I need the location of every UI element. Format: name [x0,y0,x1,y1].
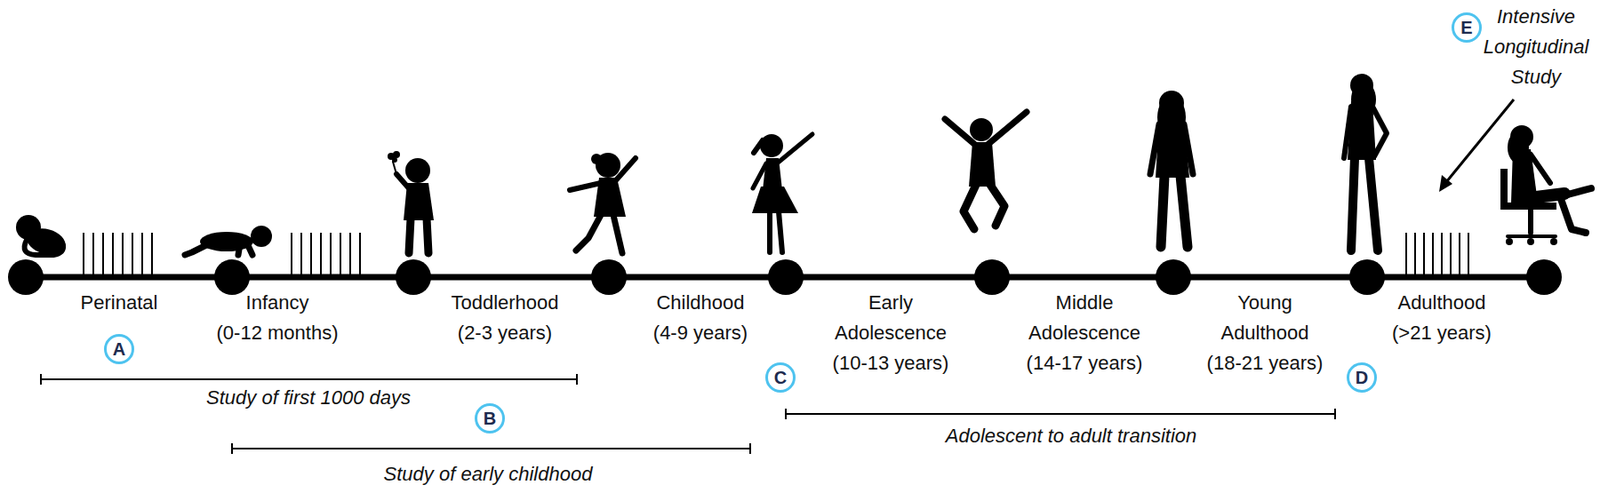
seated-woman-silhouette [1500,125,1592,246]
stage-label: Toddlerhood [450,288,559,319]
jumping-child-silhouette [944,112,1027,230]
callout-letter: E [1460,18,1472,37]
stage-label: Adulthood [1397,288,1486,319]
age-range-label: (4-9 years) [653,318,748,349]
age-range-label: (18-21 years) [1207,348,1324,379]
stage-label: Perinatal [80,288,159,319]
stage-label: Early Adolescence [824,288,958,349]
silhouettes [16,73,1592,259]
dancing-girl-silhouette [752,134,813,253]
bracket-label: Study of early childhood [384,461,593,488]
stage-label: Childhood [656,288,744,319]
tick-marks [83,232,1469,276]
brackets [40,374,1336,455]
crawling-baby-silhouette [184,225,272,256]
annotation-label: Intensive Longitudinal Study [1476,1,1597,93]
callout-circle: B [474,403,505,434]
age-range-label: (14-17 years) [1026,348,1144,379]
age-range-label: (10-13 years) [832,348,950,379]
callout-letter: A [112,340,126,359]
timeline [8,259,1562,296]
fetus-silhouette [16,215,69,259]
toddler-silhouette [387,151,434,254]
callout-circle: C [765,362,796,393]
callout-letter: D [1355,368,1368,387]
callout-circle: D [1346,362,1377,393]
callout-circle: E [1451,12,1482,43]
callout-letter: B [483,409,496,428]
young-woman-silhouette [1344,73,1387,251]
age-range-label: (>21 years) [1392,318,1492,349]
running-child-silhouette [569,152,636,254]
stage-label: Middle Adolescence [1017,288,1152,349]
age-range-label: (0-12 months) [216,318,339,349]
stage-label: Infancy [246,288,310,319]
stage-label: Young Adulthood [1198,288,1332,349]
age-range-label: (2-3 years) [457,318,552,349]
bracket-label: Study of first 1000 days [206,384,411,412]
callout-letter: C [774,368,787,387]
bracket-label: Adolescent to adult transition [945,423,1198,450]
callout-circle: A [104,334,135,365]
teen-silhouette [1150,90,1193,248]
